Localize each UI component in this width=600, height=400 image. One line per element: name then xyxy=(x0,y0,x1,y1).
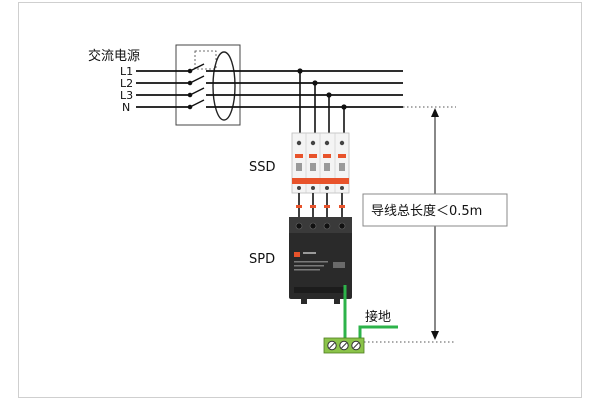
dimension-label: 导线总长度＜0.5m xyxy=(371,203,482,219)
dimension-arrow-bottom xyxy=(431,331,439,340)
current-transformer-ring xyxy=(212,51,236,121)
ground-wire xyxy=(343,285,398,340)
line-label-l2: L2 xyxy=(120,77,133,90)
spd-label: SPD xyxy=(249,252,275,267)
dimension-arrow-top xyxy=(431,108,439,117)
main-breaker-box xyxy=(175,44,241,126)
ground-label: 接地 xyxy=(365,309,391,325)
dimension-guides xyxy=(364,106,456,343)
spd-device xyxy=(289,217,352,304)
source-label: 交流电源 xyxy=(88,48,140,64)
line-label-l1: L1 xyxy=(120,65,133,78)
ssd-label: SSD xyxy=(249,160,276,175)
ssd-output-terminals xyxy=(296,205,345,208)
ssd-device xyxy=(291,132,350,194)
input-wires xyxy=(136,70,190,108)
breaker-linkage xyxy=(194,50,217,70)
breaker-contacts xyxy=(187,63,205,110)
line-label-l3: L3 xyxy=(120,89,133,102)
dimension-label-box xyxy=(362,193,508,227)
bus-wires xyxy=(206,70,403,108)
line-label-n: N xyxy=(122,101,130,114)
